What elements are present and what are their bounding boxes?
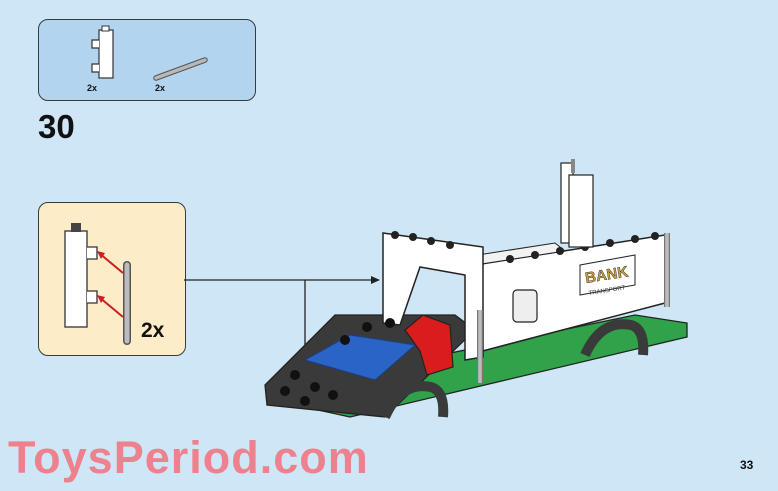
panel-clip-brick-icon (91, 25, 114, 79)
part-2-quantity: 2x (155, 83, 166, 93)
part-1-quantity: 2x (87, 83, 98, 93)
sub-assembly-diagram (64, 223, 131, 345)
page-number: 33 (740, 458, 754, 472)
parts-list-box: 2x 2x (38, 19, 256, 101)
watermark: ToysPeriod.com (8, 432, 369, 483)
bar-rod-icon (153, 57, 208, 81)
truck-sign-text: BANK (584, 263, 630, 287)
callout-quantity: 2x (141, 319, 165, 342)
truck-model-illustration: BANK TRANSPORT (264, 159, 688, 420)
step-number: 30 (38, 108, 75, 145)
callout-box: 2x (38, 202, 186, 356)
truck-sign-subtext: TRANSPORT (588, 285, 626, 297)
